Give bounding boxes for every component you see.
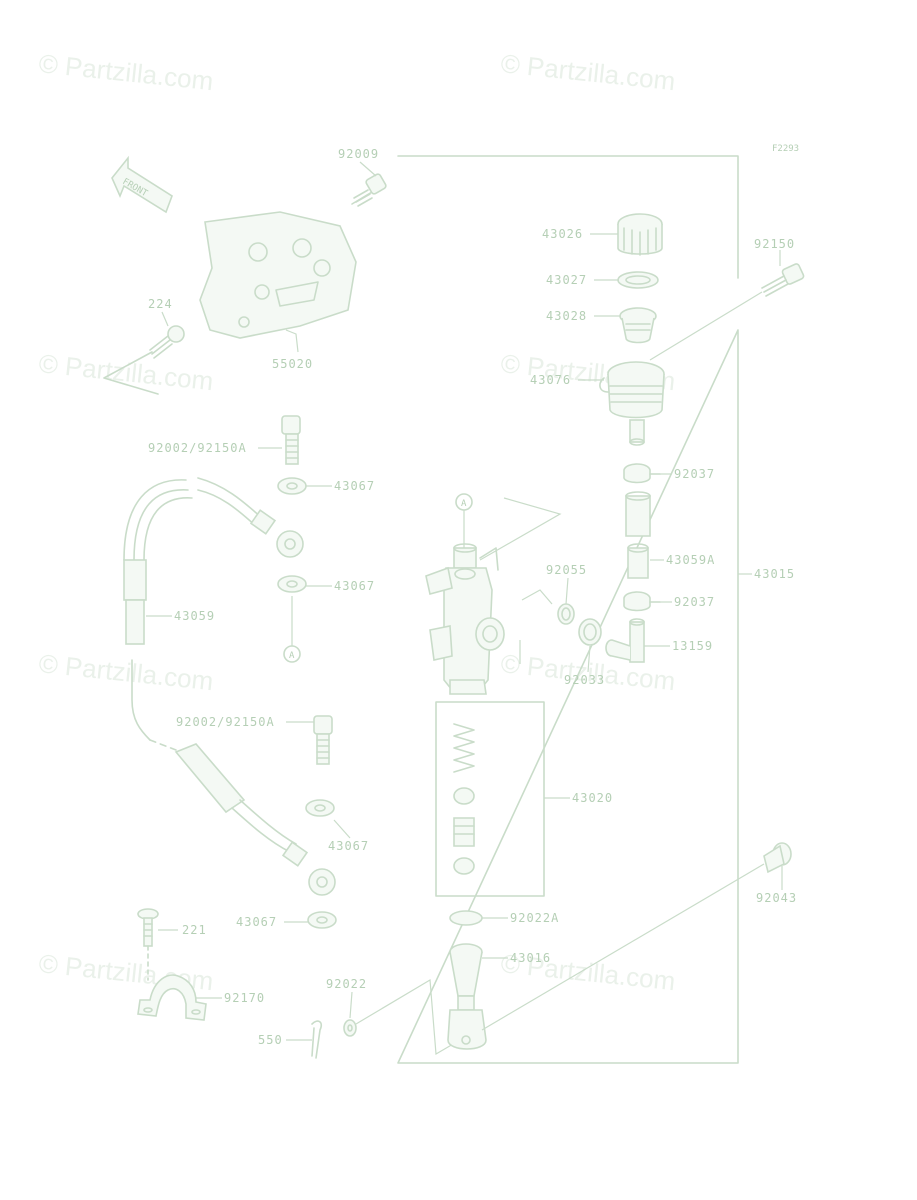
diaphragm-plate-43027: [617, 271, 659, 289]
watermark-2: © Partzilla.com: [499, 48, 676, 96]
label-92002-92150a-top: 92002/92150A: [148, 441, 247, 455]
label-92055: 92055: [546, 563, 587, 577]
brake-hose-43059: [123, 477, 304, 751]
label-92009: 92009: [338, 147, 379, 161]
washer-43067-d: [307, 911, 337, 929]
label-43059: 43059: [174, 609, 215, 623]
clamp-92170: [137, 974, 207, 1021]
label-43067-c: 43067: [328, 839, 369, 853]
watermark-3: © Partzilla.com: [37, 348, 214, 396]
label-92043: 92043: [756, 891, 797, 905]
cotter-pin-550: [311, 1020, 323, 1059]
reservoir-43076: [599, 361, 665, 446]
part-labels: 92009 224 55020 92002/92150A 43067 43067…: [148, 147, 797, 1047]
front-arrow-icon: FRONT: [111, 155, 173, 214]
label-92170: 92170: [224, 991, 265, 1005]
label-43015: 43015: [754, 567, 795, 581]
master-cylinder-body: [425, 497, 562, 695]
label-221: 221: [182, 923, 207, 937]
label-43020: 43020: [572, 791, 613, 805]
label-92002-92150a-lower: 92002/92150A: [176, 715, 275, 729]
label-92022a: 92022A: [510, 911, 559, 925]
bolt-92009: [351, 173, 387, 207]
label-43067-b: 43067: [334, 579, 375, 593]
bolt-224: [103, 325, 185, 395]
brake-hose-lower: [174, 743, 336, 896]
label-92022: 92022: [326, 977, 367, 991]
clip-92037-a: [623, 463, 661, 484]
label-43067-d: 43067: [236, 915, 277, 929]
label-92037-b: 92037: [674, 595, 715, 609]
fitting-13159: [605, 618, 645, 663]
ref-marker-a-left-label: A: [289, 651, 295, 661]
bolt-92150: [649, 263, 805, 361]
assembly-frame: [397, 155, 739, 1064]
ref-marker-a-right-label: A: [461, 499, 467, 509]
washer-43067-b: [277, 575, 307, 593]
banjo-bolt-top: [281, 415, 301, 465]
washer-43067-c: [305, 799, 335, 817]
label-43059a: 43059A: [666, 553, 715, 567]
label-43016: 43016: [510, 951, 551, 965]
label-43076: 43076: [530, 373, 571, 387]
seal-92033: [578, 618, 602, 646]
banjo-bolt-lower: [313, 715, 333, 765]
snap-ring-92022a: [449, 910, 483, 926]
label-224: 224: [148, 297, 173, 311]
guard-55020: [199, 211, 357, 339]
watermark-5: © Partzilla.com: [37, 648, 214, 696]
clip-92037-b: [623, 591, 661, 612]
washer-92022: [343, 978, 461, 1055]
piston-kit-43020: [435, 701, 545, 897]
o-ring-92055: [557, 603, 575, 625]
label-550: 550: [258, 1033, 283, 1047]
washer-43067-a: [277, 477, 307, 495]
pin-92043: [481, 842, 792, 1031]
label-43027: 43027: [546, 273, 587, 287]
label-43026: 43026: [542, 227, 583, 241]
hose-43059a: [625, 491, 651, 579]
label-13159: 13159: [672, 639, 713, 653]
label-55020: 55020: [272, 357, 313, 371]
leader-lines: [146, 161, 783, 1041]
label-92150: 92150: [754, 237, 795, 251]
reservoir-cap-43026: [617, 213, 663, 256]
diaphragm-43028: [619, 307, 657, 344]
label-92037-a: 92037: [674, 467, 715, 481]
label-43067-a: 43067: [334, 479, 375, 493]
diagram-code: F2293: [772, 144, 799, 154]
push-rod-43016: [447, 943, 487, 1050]
watermark-1: © Partzilla.com: [37, 48, 214, 96]
screw-221: [137, 908, 159, 981]
label-92033: 92033: [564, 673, 605, 687]
label-43028: 43028: [546, 309, 587, 323]
